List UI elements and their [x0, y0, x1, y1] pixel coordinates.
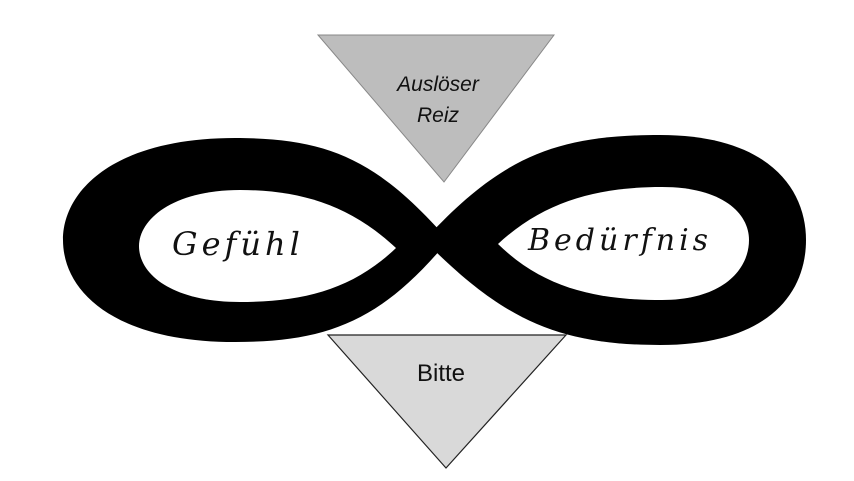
trigger-triangle: [316, 34, 555, 183]
trigger-label-line2: Reiz: [417, 104, 460, 127]
infinity-loop: [63, 135, 806, 345]
request-label: Bitte: [417, 360, 465, 387]
request-triangle: [326, 334, 568, 469]
need-label: Bedürfnis: [527, 223, 712, 258]
trigger-label-line1: Auslöser: [395, 73, 480, 96]
left-lobe-hole: [139, 190, 396, 302]
right-lobe-hole: [498, 187, 749, 300]
feeling-label: Gefühl: [172, 225, 304, 263]
